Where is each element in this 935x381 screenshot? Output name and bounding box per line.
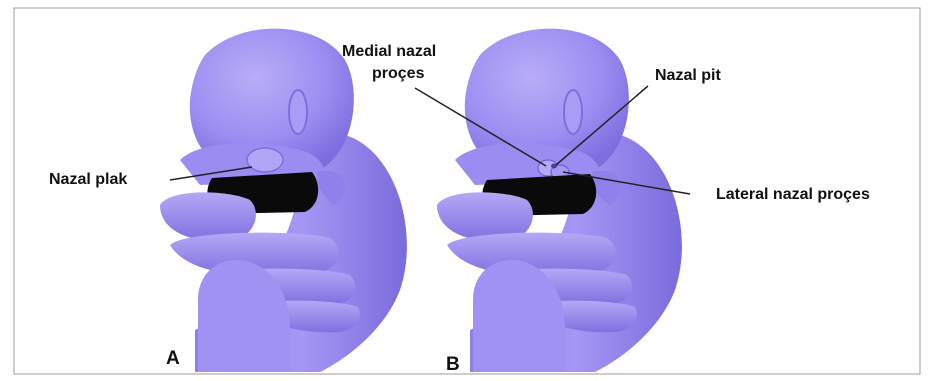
embryo-b — [437, 29, 682, 372]
label-nasal-pit: Nazal pit — [655, 66, 721, 85]
nasal-placode-shape — [247, 148, 283, 172]
embryo-a-eye — [289, 90, 307, 134]
label-medial-nasal-process-line1: Medial nazal — [342, 42, 436, 61]
label-medial-nasal-process-line2: proçes — [372, 64, 424, 83]
embryo-b-eye — [564, 90, 582, 134]
panel-letter-b: B — [446, 354, 460, 376]
embryo-a — [160, 29, 407, 372]
label-lateral-nasal-process: Lateral nazal proçes — [716, 185, 870, 204]
label-nasal-placode: Nazal plak — [49, 170, 127, 189]
panel-letter-a: A — [166, 348, 180, 370]
